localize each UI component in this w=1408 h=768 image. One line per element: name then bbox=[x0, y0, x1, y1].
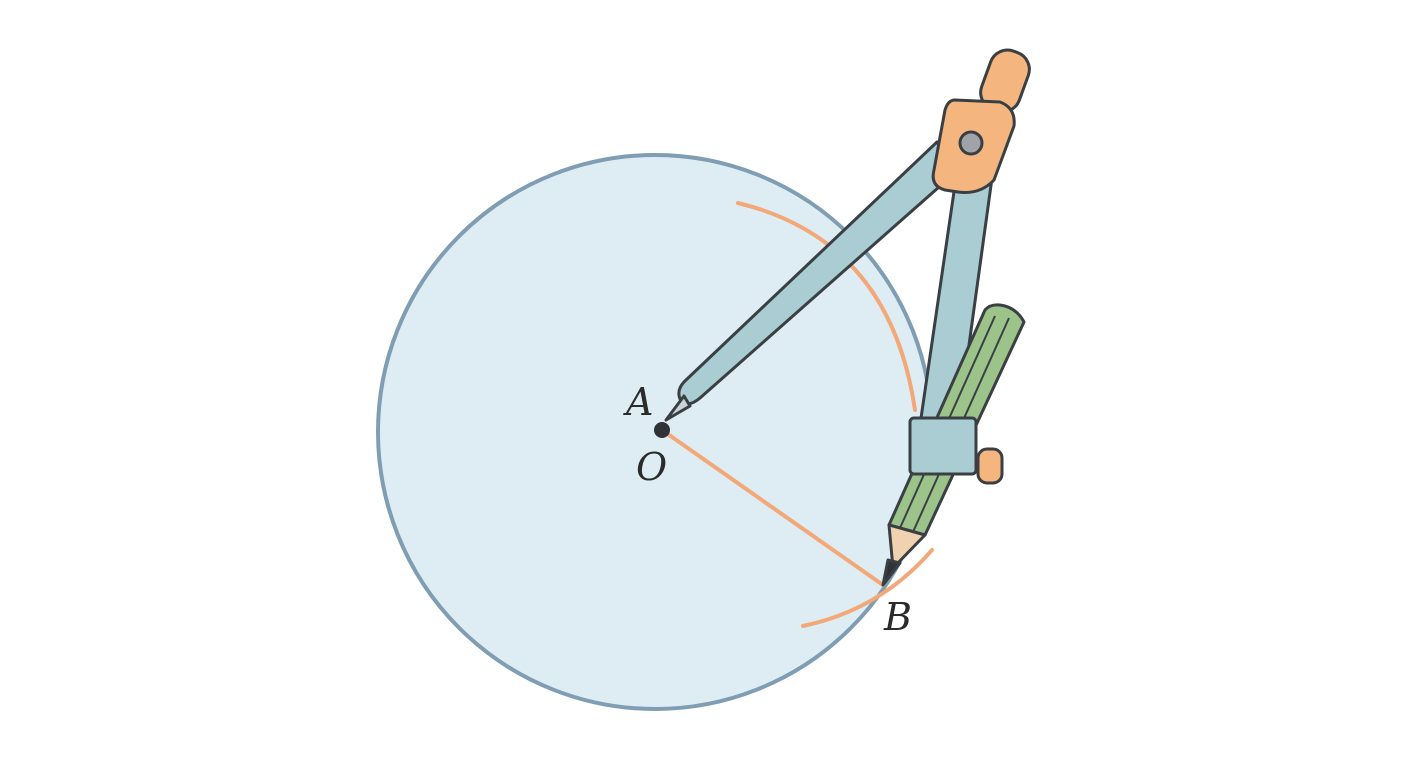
label-point-a: A bbox=[623, 380, 653, 424]
pencil-wood bbox=[887, 523, 927, 570]
compass-hinge-pivot bbox=[958, 130, 984, 156]
compass-icon bbox=[664, 48, 1031, 587]
label-point-o: O bbox=[636, 445, 667, 489]
point-o-dot bbox=[654, 422, 670, 438]
pencil-lead bbox=[881, 558, 902, 587]
compass-needle-tip bbox=[664, 394, 692, 422]
construction-arc-upper bbox=[736, 201, 917, 412]
compass-clamp-screw bbox=[976, 447, 1004, 485]
compass-clamp bbox=[908, 416, 978, 476]
radius-segment-ob bbox=[660, 428, 885, 587]
construction-arc-lower bbox=[801, 548, 934, 628]
label-point-b: B bbox=[883, 595, 912, 639]
